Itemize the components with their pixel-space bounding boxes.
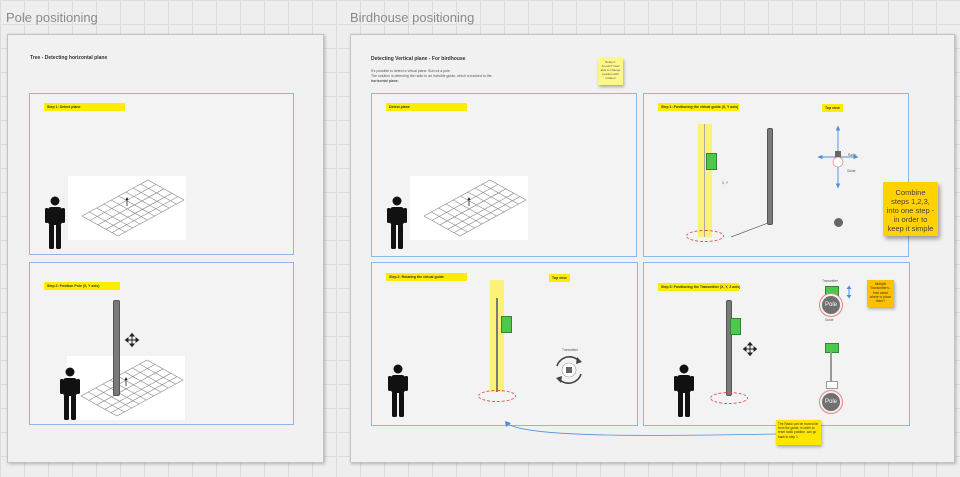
pole-label-bottom: Pole (820, 391, 842, 413)
transmitter-stem (830, 351, 832, 381)
top-view-label: Top view (822, 104, 843, 112)
connector-line (730, 222, 769, 238)
move-icon[interactable] (742, 341, 758, 357)
xy-label: X, Y (722, 181, 728, 185)
pole-label-top: Pole (820, 294, 842, 316)
sticky-radio-reset[interactable]: The Radio can be moved far from the guid… (776, 420, 821, 445)
sticky-multiple-transmitters[interactable]: Multiple Transmitter's - how about where… (867, 280, 894, 307)
plane-grid-right-1 (410, 176, 528, 240)
person-icon (45, 196, 65, 249)
radio-label: Radio (848, 153, 857, 157)
pole-shape (113, 300, 120, 396)
sticky-note-scale[interactable]: Scale it: Arrows? User able to change po… (598, 58, 623, 85)
guide-base-ellipse (686, 230, 724, 242)
plane-grid-left-2 (67, 356, 185, 420)
up-down-arrow-icon (846, 285, 852, 299)
curved-connector-arrow (505, 421, 777, 436)
person-icon (387, 196, 407, 249)
radio-green-block (730, 318, 741, 335)
transmitter-label-2: Transmitter (822, 279, 838, 283)
description-line2: The solution is detecting the radio to a… (371, 74, 492, 78)
transmitter-green-block (825, 343, 839, 353)
person-icon (60, 367, 80, 420)
left-step2-label: Step 2: Position Pole (X, Y axis) (44, 282, 120, 290)
right-step1-label: Step 1: Positioning the virtual guide (X… (658, 103, 739, 111)
right-detect-label: Detect plane (386, 103, 467, 111)
guide-base-ellipse (478, 390, 516, 402)
pole-shape (767, 128, 773, 225)
move-icon[interactable] (124, 332, 140, 348)
virtual-guide-beam (698, 124, 712, 237)
radio-green-block (706, 153, 717, 170)
person-icon (674, 364, 694, 417)
guide-base-ellipse (710, 392, 748, 404)
guide-center-line (704, 124, 705, 237)
plane-grid-left-1 (68, 176, 186, 240)
left-step1-label: Step 1: Detect plane (44, 103, 125, 111)
frame-title-birdhouse-positioning: Birdhouse positioning (350, 10, 475, 25)
transmitter-base (826, 381, 838, 389)
frame-title-pole-positioning: Pole positioning (6, 10, 98, 25)
guide-center-line (726, 300, 732, 396)
sticky-combine-steps[interactable]: Combine steps 1,2,3, into one step - in … (883, 182, 938, 236)
radio-green-block (501, 316, 512, 333)
right-step3-label: Step 3: Positioning the Transmitter (X, … (658, 283, 740, 291)
right-step1-card[interactable] (643, 93, 909, 257)
heading-vertical-plane: Detecting Vertical plane - For birdhouse (371, 56, 466, 62)
top-view-label-2: Top view (549, 274, 570, 282)
description-line3: horizontal plane. (371, 79, 399, 83)
transmitter-label: Transmitter (562, 348, 578, 352)
person-icon (388, 364, 408, 417)
heading-tree-horizontal-plane: Tree - Detecting horizontal plane (30, 55, 108, 61)
guide-label-2: Guide (825, 318, 834, 322)
rotate-icon[interactable] (553, 354, 585, 386)
guide-center-line (496, 298, 498, 392)
direction-arrows-icon (817, 125, 859, 189)
guide-label: Guide (847, 169, 856, 173)
pole-top-dot (834, 218, 843, 227)
description-line1: It's possible to detect a virtual plane.… (371, 69, 451, 73)
right-step2-label: Step 2: Rotating the virtual guide (386, 273, 467, 281)
